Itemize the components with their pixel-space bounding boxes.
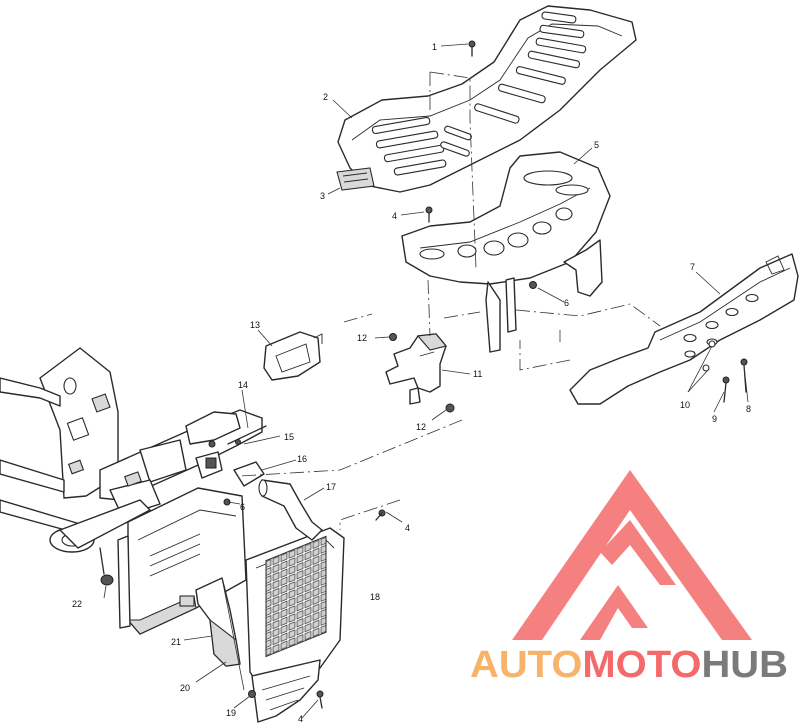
- tail-light: [263, 331, 323, 381]
- callout-22: 22: [72, 599, 82, 609]
- callout-17: 17: [326, 482, 336, 492]
- rack-support-bracket: [401, 151, 611, 353]
- lower-fasteners: [316, 509, 386, 709]
- bolt-12-icons: [389, 333, 455, 413]
- callout-19: 19: [226, 708, 236, 718]
- radiator-grille: [245, 527, 345, 723]
- callout-21: 21: [171, 637, 181, 647]
- callout-labels: 1 2 3 4 4 4 5 6 6 7 8 9 10 11 12 12 13 1…: [72, 42, 751, 724]
- rack-slots: [371, 11, 587, 176]
- callout-6: 6: [564, 298, 569, 308]
- callout-12: 12: [416, 422, 426, 432]
- grille-mesh: [265, 535, 327, 658]
- callout-5: 5: [594, 140, 599, 150]
- callout-9: 9: [712, 414, 717, 424]
- radiator: [117, 487, 247, 635]
- coolant-hoses: [195, 451, 323, 541]
- callout-10: 10: [680, 400, 690, 410]
- nut-6-icon: [529, 281, 537, 289]
- callout-13: 13: [250, 320, 260, 330]
- watermark-hub: HUB: [701, 644, 788, 686]
- callout-18: 18: [370, 592, 380, 602]
- assembly-lines: [239, 71, 661, 530]
- callout-4: 4: [392, 211, 397, 221]
- rear-rack: [337, 5, 637, 193]
- callout-4: 4: [405, 523, 410, 533]
- callout-3: 3: [320, 191, 325, 201]
- callout-1: 1: [432, 42, 437, 52]
- bolts-top: [425, 40, 476, 223]
- vehicle-frame: [0, 347, 263, 586]
- watermark-auto: AUTO: [470, 644, 582, 686]
- logo-triangle-outer: [512, 470, 752, 640]
- callout-16: 16: [297, 454, 307, 464]
- callout-14: 14: [238, 380, 248, 390]
- logo-triangle-inner: [580, 585, 648, 640]
- light-bracket: [385, 333, 447, 405]
- callout-11: 11: [473, 369, 482, 379]
- leader-lines: [103, 43, 749, 719]
- callout-12: 12: [357, 333, 367, 343]
- frame-fasteners: [208, 425, 267, 506]
- callout-2: 2: [323, 92, 328, 102]
- callout-8: 8: [746, 404, 751, 414]
- callout-15: 15: [284, 432, 294, 442]
- side-bracket: [195, 577, 256, 698]
- reflector: [336, 167, 375, 191]
- logo-m-stroke: [600, 520, 676, 585]
- callout-6: 6: [240, 502, 245, 512]
- rear-bumper: [569, 253, 799, 405]
- callout-4: 4: [298, 714, 303, 724]
- watermark-logo: [512, 470, 752, 640]
- watermark-moto: MOTO: [582, 644, 701, 686]
- callout-7: 7: [690, 262, 695, 272]
- callout-20: 20: [180, 683, 190, 693]
